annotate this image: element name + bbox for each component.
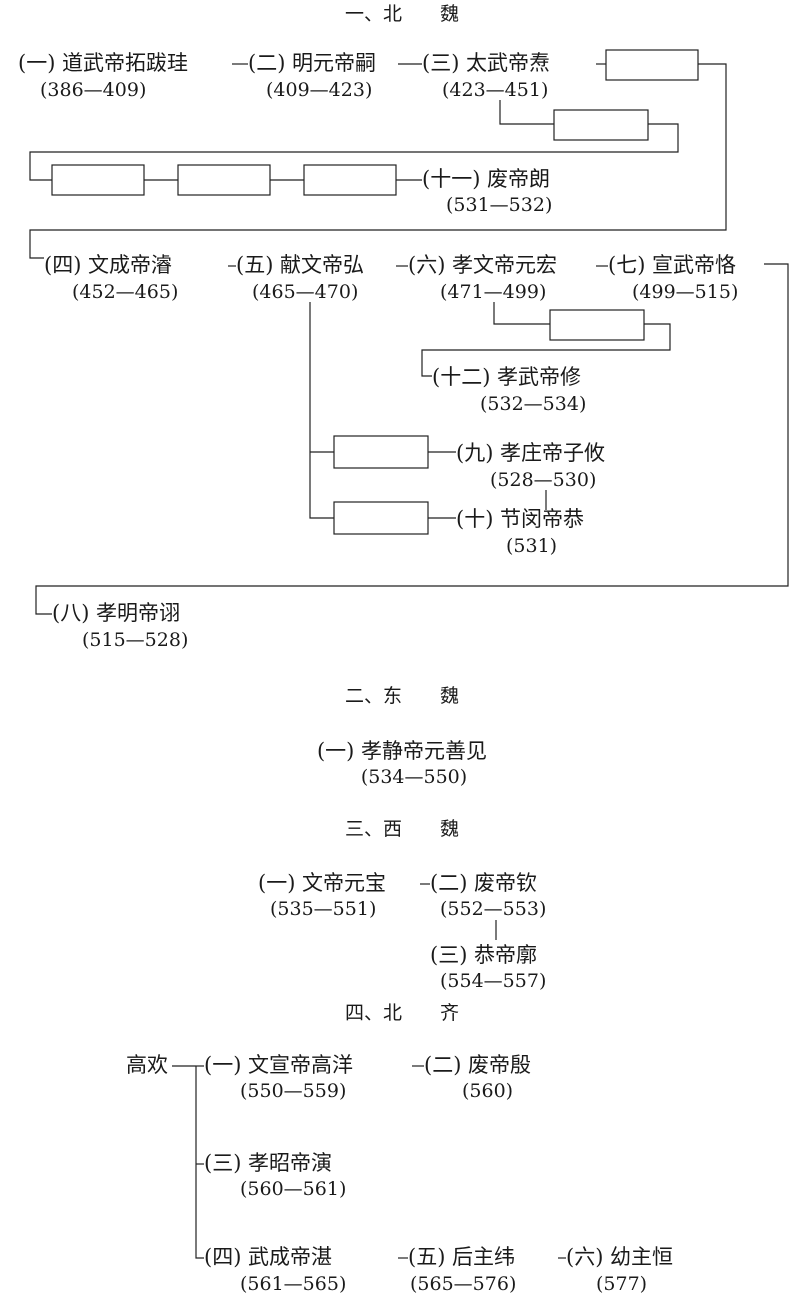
emperor-name-xiaoming: (八) 孝明帝诩 [52,601,180,625]
emperor-name-daowu: (一) 道武帝拓跋珪 [18,51,188,75]
emperor-years-wenxuan: (550—559) [240,1080,346,1102]
emperor-name-wenxuan: (一) 文宣帝高洋 [204,1053,353,1077]
section-heading-xiwei: 三、西 魏 [345,818,459,840]
emperor-name-gongdi: (三) 恭帝廓 [430,943,537,967]
emperor-years-xuanwu: (499—515) [632,281,738,303]
emperor-name-taiwu: (三) 太武帝焘 [422,51,550,75]
connector [195,1066,204,1259]
unnamed-box [605,49,699,81]
emperor-name-xiaowudi: (十二) 孝武帝修 [432,365,581,389]
connector-to-wencheng [29,63,727,259]
connector [309,302,334,519]
section-heading-dongwei: 二、东 魏 [345,685,459,707]
connector [29,123,679,181]
emperor-years-feidi-yin: (560) [462,1080,513,1102]
emperor-name-xiaozhuang: (九) 孝庄帝子攸 [456,441,605,465]
unnamed-box [177,164,271,196]
emperor-name-xiaowen: (六) 孝文帝元宏 [408,253,557,277]
emperor-name-wendi-yuanbao: (一) 文帝元宝 [258,871,386,895]
emperor-years-xiaowudi: (532—534) [480,393,586,415]
emperor-name-xiaojing: (一) 孝静帝元善见 [317,739,487,763]
emperor-years-feidi-lang: (531—532) [446,194,552,216]
emperor-years-gongdi: (554—557) [440,970,546,992]
emperor-name-jiemin: (十) 节闵帝恭 [456,507,584,531]
unnamed-box [549,309,645,341]
emperor-name-xiaozhao: (三) 孝昭帝演 [204,1151,332,1175]
connector-to-xiaoming [35,263,789,615]
emperor-years-mingyuan: (409—423) [266,79,372,101]
emperor-years-feidi-qin: (552—553) [440,898,546,920]
emperor-years-taiwu: (423—451) [442,79,548,101]
section-heading-beiqi: 四、北 齐 [345,1002,459,1024]
emperor-name-xuanwu: (七) 宣武帝恪 [608,253,736,277]
section-heading-beiwei: 一、北 魏 [345,3,459,25]
emperor-years-youzhu: (577) [596,1273,647,1295]
emperor-years-wencheng: (452—465) [72,281,178,303]
emperor-name-houzhu: (五) 后主纬 [408,1245,515,1269]
emperor-years-xiaoming: (515—528) [82,629,188,651]
unnamed-box [333,501,429,535]
emperor-name-feidi-lang: (十一) 废帝朗 [422,167,550,191]
emperor-years-xiaozhao: (560—561) [240,1178,346,1200]
connector [493,302,550,325]
emperor-years-wucheng: (561—565) [240,1273,346,1295]
ancestor-name-gaohuan: 高欢 [126,1053,168,1077]
unnamed-box [333,435,429,469]
emperor-years-xianwen: (465—470) [252,281,358,303]
emperor-years-xiaozhuang: (528—530) [490,469,596,491]
emperor-name-wencheng: (四) 文成帝濬 [44,253,172,277]
connector [421,323,671,377]
emperor-name-xianwen: (五) 献文帝弘 [236,253,364,277]
emperor-years-jiemin: (531) [506,535,557,557]
unnamed-box [303,164,397,196]
unnamed-box [553,109,649,141]
unnamed-box [51,164,145,196]
emperor-name-wucheng: (四) 武成帝湛 [204,1245,332,1269]
emperor-name-feidi-qin: (二) 废帝钦 [430,871,537,895]
emperor-name-feidi-yin: (二) 废帝殷 [424,1053,531,1077]
emperor-years-houzhu: (565—576) [410,1273,516,1295]
emperor-years-xiaojing: (534—550) [361,766,467,788]
emperor-years-xiaowen: (471—499) [440,281,546,303]
emperor-years-daowu: (386—409) [40,79,146,101]
emperor-name-mingyuan: (二) 明元帝嗣 [248,51,376,75]
connector [499,100,554,125]
emperor-name-youzhu: (六) 幼主恒 [566,1245,673,1269]
emperor-years-wendi-yuanbao: (535—551) [270,898,376,920]
